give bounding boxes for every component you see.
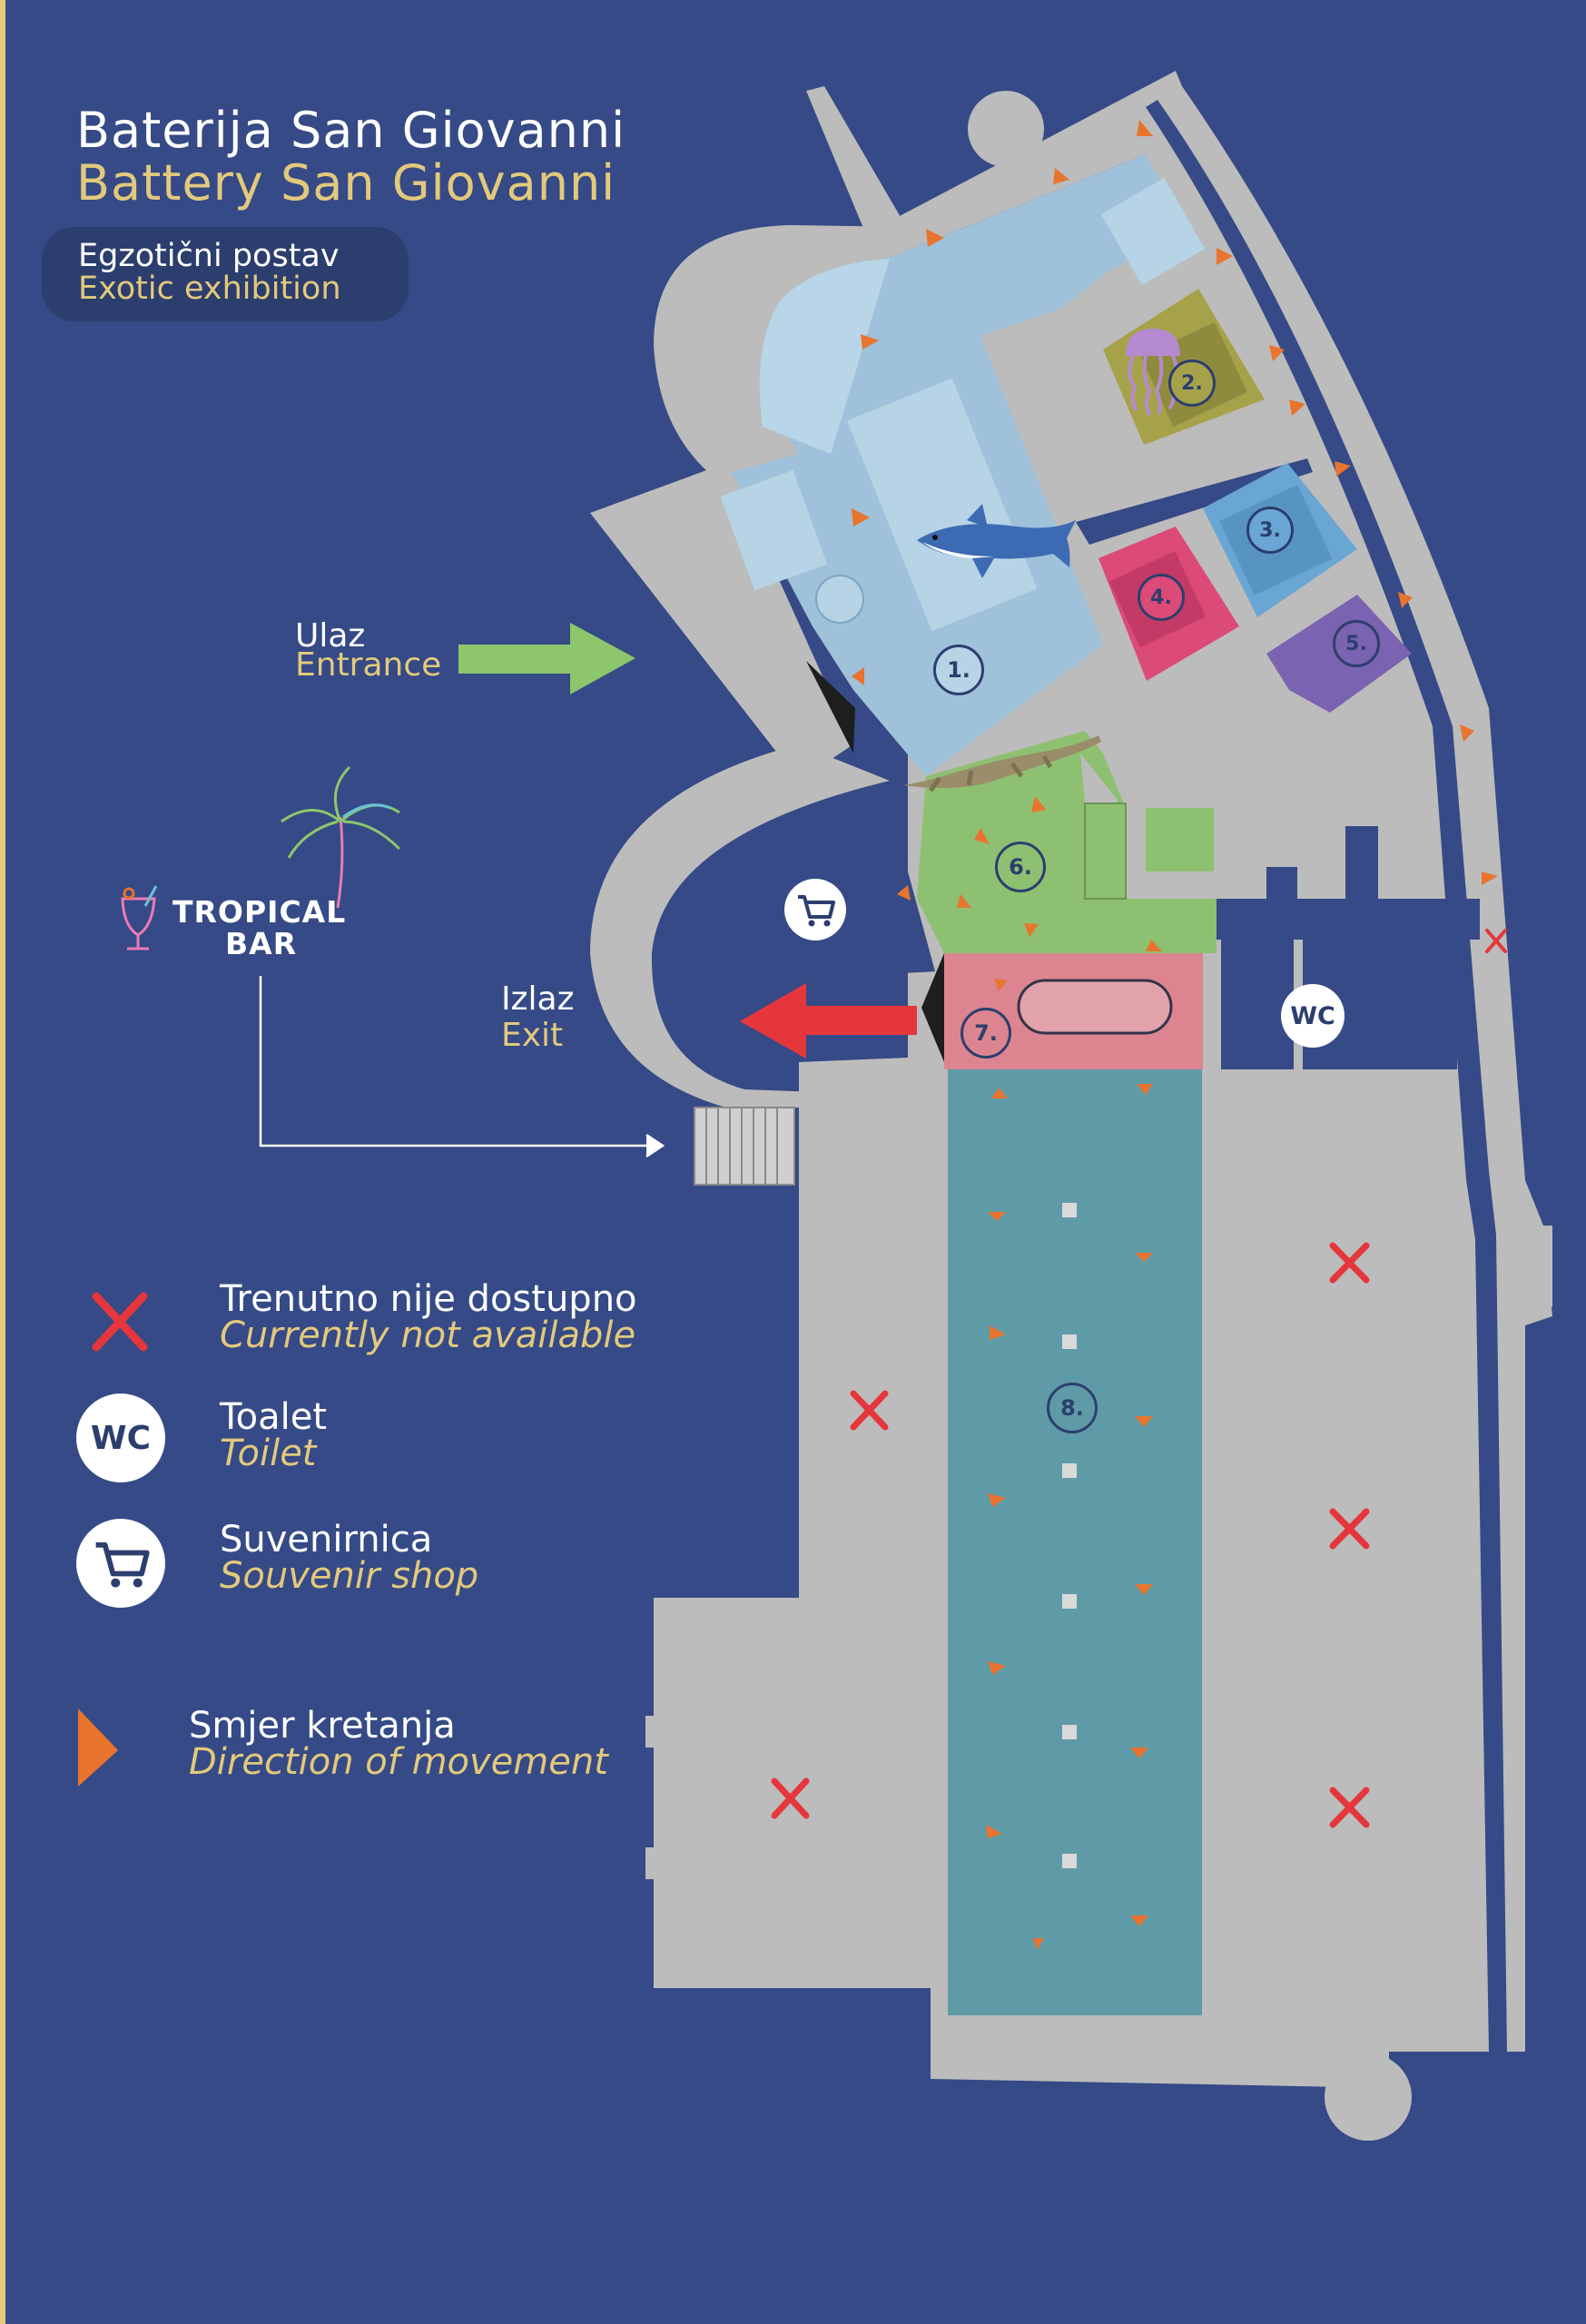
room-7-badge: 7. [960,1008,1011,1059]
x-mark-icon [771,1777,810,1819]
exhibition-pill [42,227,409,321]
legend-shop-croatian: Suvenirnica [220,1519,433,1561]
x-mark-icon [1329,1787,1370,1828]
exhibition-label-croatian: Egzotični postav [78,238,340,274]
title-english: Battery San Giovanni [76,154,616,212]
room-6 [917,731,1217,990]
staircase [694,1107,795,1186]
room-8-number: 8. [1060,1395,1084,1421]
room-5-number: 5. [1345,632,1367,655]
entrance-label-croatian: Ulaz [295,617,366,655]
legend-unavailable-english: Currently not available [220,1315,636,1356]
room-6-number: 6. [1009,854,1032,880]
wc-icon: WC [76,1393,165,1482]
shopping-cart-icon [76,1519,165,1608]
x-mark-icon [1329,1508,1370,1550]
legend-toilet-croatian: Toalet [220,1396,328,1438]
wc-map-label: WC [1290,1001,1335,1030]
exit-door-marker [921,953,944,1062]
shopping-cart-icon [784,879,846,940]
legend-direction-croatian: Smjer kretanja [189,1705,456,1747]
room-3-number: 3. [1259,518,1281,542]
wc-icon: WC [1281,984,1345,1048]
legend-cart-glyph [95,1541,150,1588]
left-border-line [0,0,5,2324]
entrance-arrow [458,623,635,694]
cocktail-icon [121,885,158,950]
entrance-door-marker [806,661,855,753]
unavailable-marks [771,929,1507,1828]
direction-markers [852,120,1498,1950]
exit-label-croatian: Izlaz [501,980,575,1018]
direction-arrow-icon [78,1709,118,1787]
crocodile-icon [903,735,1101,793]
legend-shop-english: Souvenir shop [220,1555,479,1597]
legend-wc-glyph: WC [90,1419,152,1457]
exit-label-english: Exit [501,1017,564,1054]
title-croatian: Baterija San Giovanni [76,102,626,159]
room-2-badge: 2. [1168,359,1216,407]
exhibition-label-english: Exotic exhibition [78,271,341,307]
legend-unavailable-croatian: Trenutno nije dostupno [220,1278,637,1320]
room-1 [720,154,1206,776]
room-6-badge: 6. [995,842,1046,892]
room-7-number: 7. [974,1020,998,1046]
bar-path-arrow [259,976,665,1158]
x-mark-icon [1485,929,1507,953]
x-mark-icon [1329,1242,1370,1284]
x-mark-icon [92,1292,148,1352]
entrance-label-english: Entrance [295,646,442,684]
room-1-badge: 1. [933,645,984,695]
palm-tree-icon [281,765,401,909]
room-4-badge: 4. [1138,574,1185,621]
room-4-number: 4. [1150,586,1172,609]
room-8-badge: 8. [1047,1383,1098,1433]
room-8 [948,1069,1202,2015]
tropical-bar-line1: TROPICAL [172,894,347,930]
room-5-badge: 5. [1333,620,1380,667]
cart-glyph [798,895,835,927]
x-mark-icon [850,1390,889,1431]
legend-direction-english: Direction of movement [189,1741,608,1783]
tropical-bar-line2: BAR [225,926,298,961]
room-3-badge: 3. [1246,507,1294,554]
exit-arrow [740,983,917,1059]
room-2-number: 2. [1181,371,1203,395]
legend-toilet-english: Toilet [220,1433,317,1474]
room-1-number: 1. [947,657,970,683]
shark-icon [917,504,1076,578]
